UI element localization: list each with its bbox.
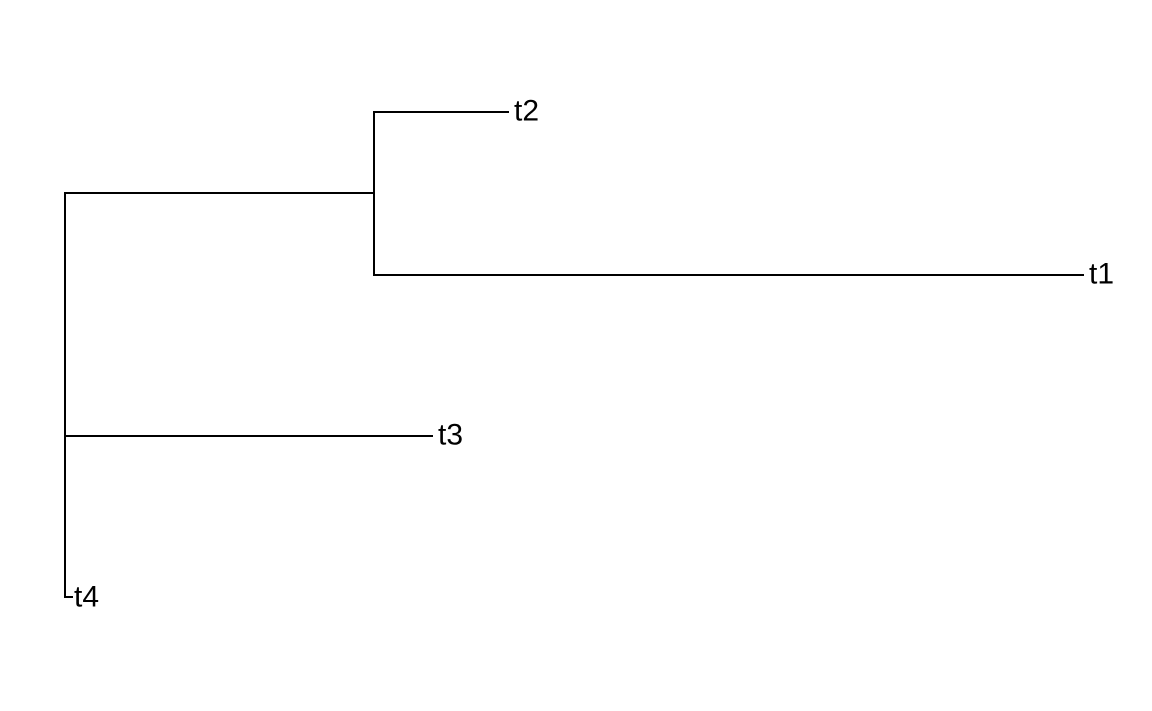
tip-label-t3: t3 xyxy=(438,418,464,452)
tip-label-t2: t2 xyxy=(514,94,540,128)
tip-label-t4: t4 xyxy=(74,580,100,614)
tip-label-t1: t1 xyxy=(1089,257,1115,291)
